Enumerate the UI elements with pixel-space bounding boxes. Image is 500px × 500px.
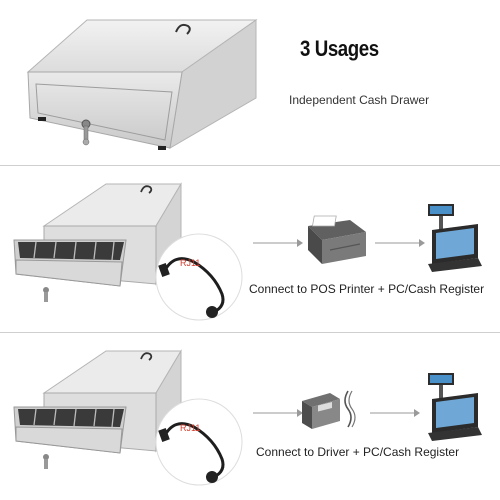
- pc-cash-register-image: [428, 373, 482, 441]
- usage-caption: Connect to POS Printer + PC/Cash Registe…: [249, 282, 485, 296]
- page-title: 3 Usages: [300, 36, 379, 61]
- arrow-right-icon: [370, 409, 420, 417]
- rj11-cable-image: RJ11: [155, 233, 243, 321]
- arrow-right-icon: [375, 239, 425, 247]
- closed-cash-drawer-image: [26, 19, 258, 150]
- rj11-label: RJ11: [180, 423, 200, 433]
- arrow-right-icon: [253, 239, 303, 247]
- pos-printer-image: [308, 215, 366, 264]
- usage-panel-pos-printer: RJ11 Connect to POS Printer + PC/Cash Re…: [0, 166, 500, 332]
- open-cash-drawer-image: [13, 182, 182, 302]
- usage-caption: Connect to Driver + PC/Cash Register: [256, 445, 460, 459]
- usage-panel-driver: RJ11 Connect to Driver + PC/Cash Registe…: [0, 333, 500, 500]
- rj11-cable-image: RJ11: [155, 398, 243, 486]
- open-cash-drawer-image: [13, 349, 182, 469]
- usage-panel-independent: 3 Usages Independent Cash Drawer: [0, 0, 500, 165]
- divider: [0, 332, 500, 333]
- subtitle: Independent Cash Drawer: [289, 93, 430, 107]
- rj11-label: RJ11: [180, 258, 200, 268]
- arrow-right-icon: [253, 409, 303, 417]
- divider: [0, 165, 500, 166]
- driver-box-image: [302, 390, 356, 429]
- pc-cash-register-image: [428, 204, 482, 272]
